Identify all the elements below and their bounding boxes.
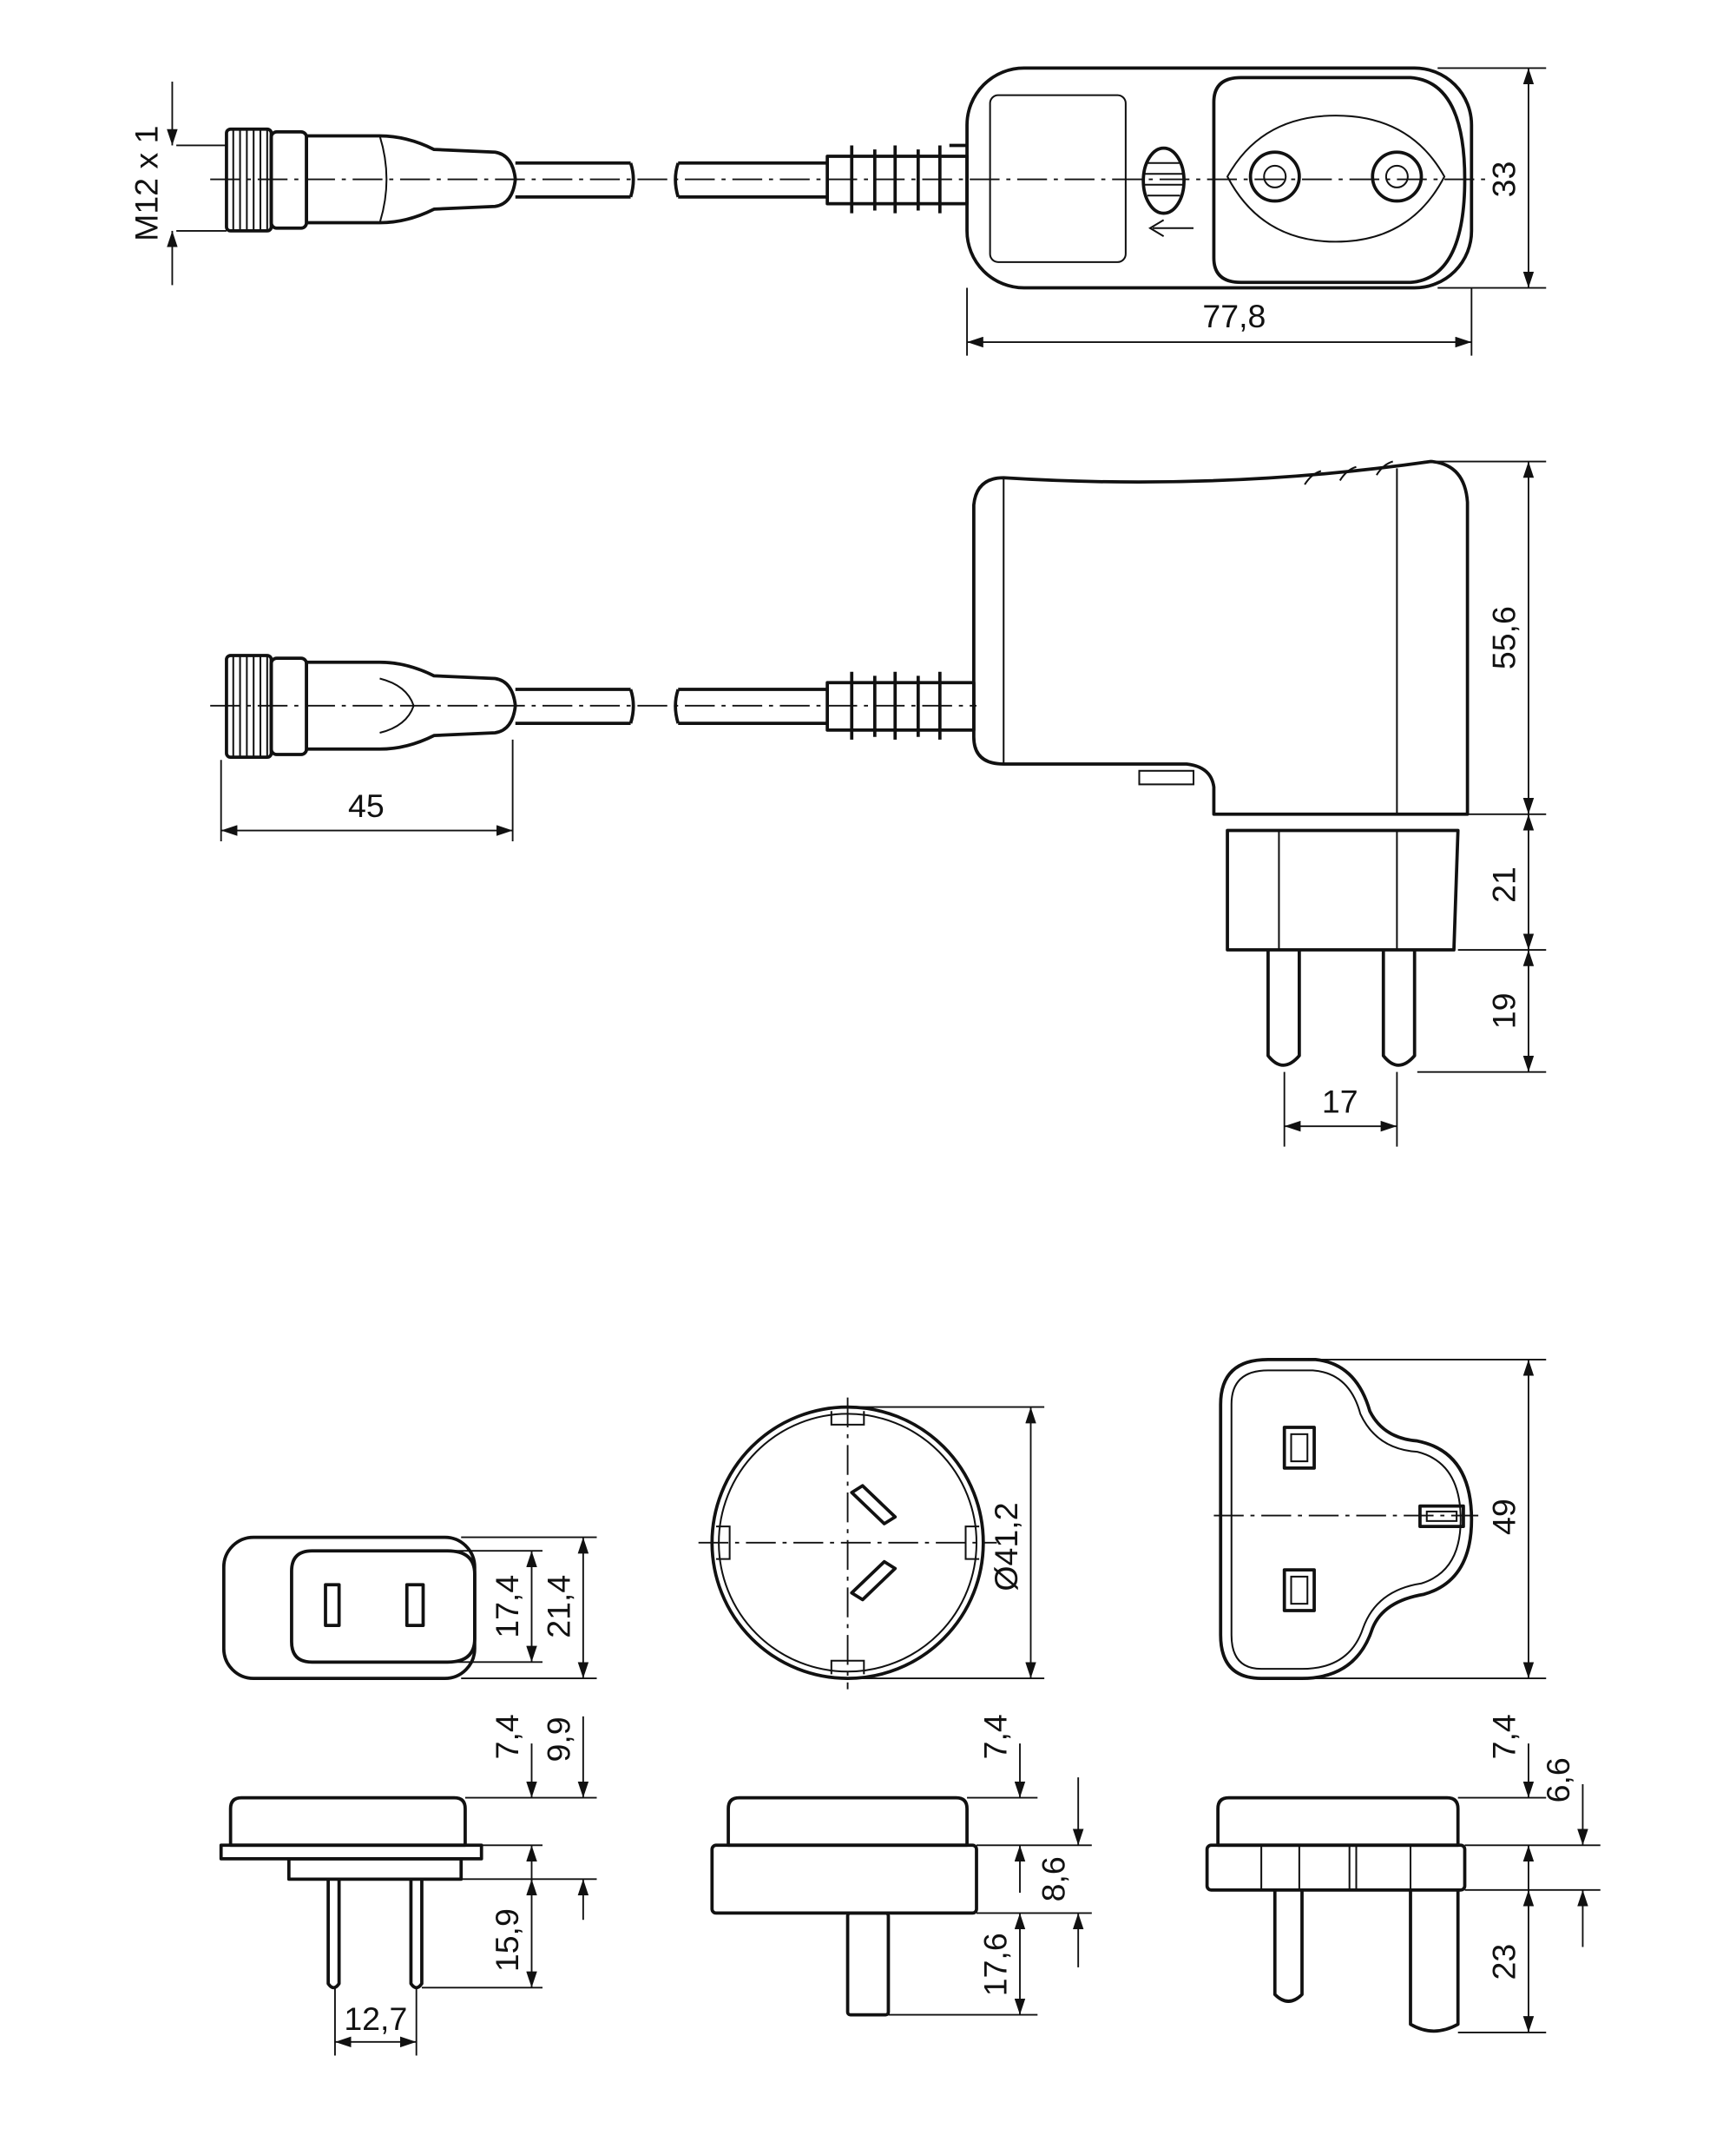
release-button [1141,146,1186,215]
au-adapter: Ø41,2 7,4 8,6 17,6 [698,1397,1092,2017]
svg-text:17,4: 17,4 [489,1575,525,1638]
dim-m12: M12 x 1 [128,82,227,286]
svg-text:7,4: 7,4 [1485,1714,1522,1759]
svg-text:Ø41,2: Ø41,2 [988,1502,1024,1591]
svg-text:21: 21 [1485,866,1522,903]
svg-text:8,6: 8,6 [1036,1856,1072,1901]
svg-text:19: 19 [1485,992,1522,1029]
svg-text:M12 x 1: M12 x 1 [128,126,164,241]
svg-text:7,4: 7,4 [976,1714,1013,1759]
svg-text:7,4: 7,4 [489,1714,525,1759]
svg-text:23: 23 [1485,1944,1522,1980]
svg-text:17: 17 [1322,1084,1358,1120]
uk-adapter: 49 7,4 6,6 23 [1205,1358,1601,2033]
dim-17: 17 [1283,1071,1398,1147]
housing-side [972,459,1470,816]
top-view: M12 x 1 33 77,8 [128,66,1547,356]
dim-19: 19 [1417,950,1547,1073]
svg-text:77,8: 77,8 [1202,298,1266,334]
side-view: 55,6 21 19 17 45 [210,459,1547,1147]
svg-text:12,7: 12,7 [344,2000,407,2037]
arrow-icon [1148,219,1194,238]
svg-text:15,9: 15,9 [489,1908,525,1972]
housing-top [965,66,1474,290]
dim-33: 33 [1437,67,1547,289]
svg-text:55,6: 55,6 [1485,606,1522,669]
svg-text:17,6: 17,6 [976,1933,1013,1996]
svg-text:9,9: 9,9 [540,1716,576,1762]
svg-text:49: 49 [1485,1499,1522,1535]
dim-55-6: 55,6 [1424,460,1547,815]
svg-text:6,6: 6,6 [1540,1757,1576,1802]
svg-text:21,4: 21,4 [540,1575,576,1638]
eu-plug [1226,828,1460,1067]
svg-text:45: 45 [348,787,385,824]
dim-21: 21 [1457,814,1547,951]
us-adapter: 17,4 21,4 7,4 9,9 15,9 12,7 [219,1535,597,2056]
svg-text:33: 33 [1485,161,1522,198]
dim-77-8: 77,8 [966,287,1473,356]
dim-45: 45 [220,739,514,842]
